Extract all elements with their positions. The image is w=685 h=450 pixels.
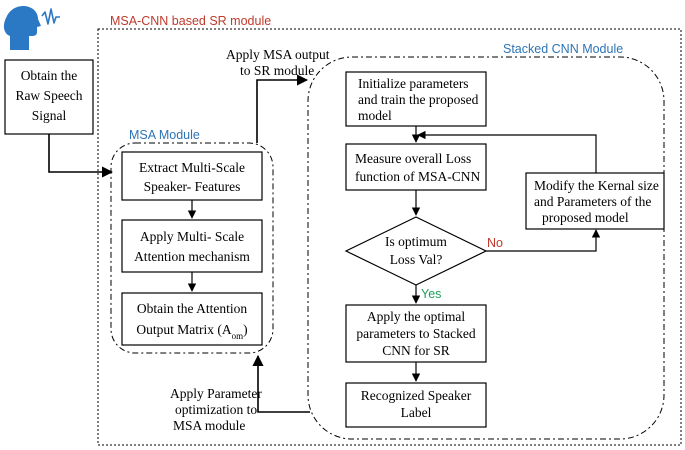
param-optimization-arrow [252,354,310,413]
decision-diamond [344,216,488,286]
modify-line2: and Parameters of the [534,194,651,209]
raw-speech-line2: Raw Speech [15,88,82,103]
modify-line3: proposed model [542,210,629,225]
apply-param-line2: optimization to [175,402,257,417]
attention-line1: Apply Multi- Scale [140,229,244,244]
no-arrow [486,229,601,252]
extract-line2: Speaker- Features [144,179,241,194]
decision-line1: Is optimum [385,234,447,249]
raw-speech-line3: Signal [32,108,67,123]
cnn-module-title: Stacked CNN Module [503,42,623,56]
recognized-line2: Label [401,405,432,420]
msa-to-sr-arrow [256,74,309,143]
apply-optimal-line2: parameters to Stacked [356,326,475,341]
attention-box [121,219,263,273]
outer-module-title: MSA-CNN based SR module [110,14,271,28]
loss-box [345,143,487,191]
outer-module-border [97,28,682,446]
output-matrix-line1: Obtain the Attention [137,301,247,316]
speaking-head-icon [3,6,60,50]
loss-line2: function of MSA-CNN [355,169,480,184]
output-matrix-box [121,292,263,346]
output-matrix-suffix: ) [243,322,248,337]
output-matrix-prefix-text: Output Matrix (A [136,322,231,337]
recognized-box [345,382,487,428]
apply-optimal-line3: CNN for SR [382,343,450,358]
no-label: No [487,236,503,250]
msa-module-border [110,142,274,354]
recognized-line1: Recognized Speaker [361,388,472,403]
apply-param-line1: Apply Parameter [170,386,262,401]
output-matrix-subscript: om [232,331,244,341]
apply-param-line3: MSA module [173,418,245,433]
msa-module-title: MSA Module [129,128,200,142]
attention-line2: Attention mechanism [134,249,250,264]
apply-optimal-line1: Apply the optimal [367,309,465,324]
modify-line1: Modify the Kernal size [534,178,659,193]
initialize-line2: and train the proposed [358,92,479,107]
initialize-line3: model [358,108,392,123]
raw-speech-line1: Obtain the [21,68,78,83]
loss-line1: Measure overall Loss [355,151,471,166]
apply-msa-line2: to SR module [240,63,314,78]
decision-line2: Loss Val? [390,252,443,267]
raw-to-msa-arrow [48,134,114,178]
apply-msa-line1: Apply MSA output [226,47,330,62]
extract-line1: Extract Multi-Scale [139,160,245,175]
extract-features-box [121,151,263,201]
modify-box [525,172,665,230]
yes-label: Yes [421,287,441,301]
feedback-arrow [417,130,597,173]
output-matrix-line2: Output Matrix (Aom) [136,322,247,341]
initialize-line1: Initialize parameters [358,76,469,91]
